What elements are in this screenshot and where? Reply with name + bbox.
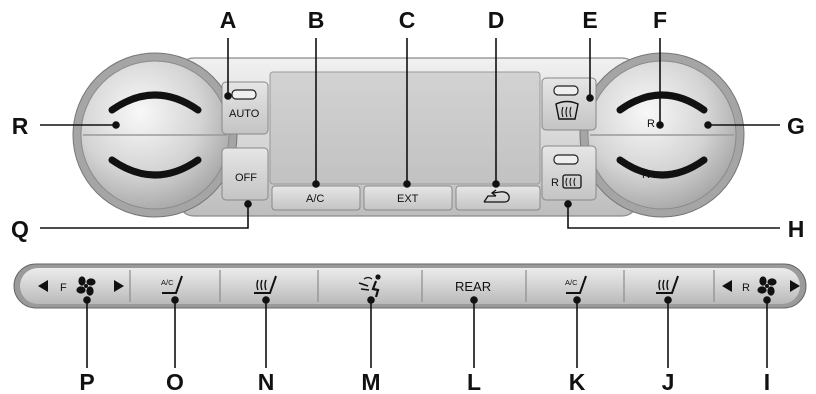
right-cooled-seat-button[interactable]: A/C xyxy=(565,275,587,294)
airflow-mode-icon xyxy=(358,274,381,298)
right-temperature-dial[interactable]: R R xyxy=(579,52,745,218)
rear-fan-speed-button[interactable]: R xyxy=(722,276,800,296)
rear-climate-button[interactable]: REAR xyxy=(455,279,491,294)
auto-label: AUTO xyxy=(229,108,260,120)
left-temperature-dial[interactable] xyxy=(72,52,238,218)
windshield-defrost-button[interactable] xyxy=(541,77,597,131)
front-fan-decrease-arrow-icon xyxy=(38,280,48,292)
callout-k: K xyxy=(569,369,586,394)
callout-g: G xyxy=(787,113,805,139)
lower-button-strip xyxy=(13,263,807,309)
left-cooled-seat-button[interactable]: A/C xyxy=(161,275,183,294)
callout-l: L xyxy=(467,369,481,394)
ac-label: A/C xyxy=(306,193,324,205)
left-heated-seat-icon xyxy=(254,275,277,294)
right-heated-seat-icon xyxy=(656,275,679,294)
upper-control-panel xyxy=(177,57,639,217)
display-screen xyxy=(269,71,541,185)
right-dial-bottom-label: R xyxy=(642,169,650,181)
right-seat-ac-label: A/C xyxy=(565,278,578,287)
callout-h: H xyxy=(788,216,805,242)
windshield-defrost-icon xyxy=(555,100,579,120)
rear-fan-decrease-arrow-icon xyxy=(722,280,732,292)
ext-button[interactable]: EXT xyxy=(363,185,453,211)
callout-o: O xyxy=(166,369,184,394)
defrost-indicator-light xyxy=(553,85,579,96)
callout-labels: A B C D E F G H R Q P O N M L K J I xyxy=(11,7,805,394)
right-cooled-seat-icon xyxy=(566,275,587,294)
off-button[interactable]: OFF xyxy=(221,147,269,201)
front-fan-increase-arrow-icon xyxy=(114,280,124,292)
callout-b: B xyxy=(308,7,325,33)
callout-m: M xyxy=(361,369,380,394)
rear-fan-label: R xyxy=(742,282,750,294)
callout-r: R xyxy=(12,113,29,139)
callout-c: C xyxy=(399,7,416,33)
left-seat-ac-label: A/C xyxy=(161,278,174,287)
ac-button[interactable]: A/C xyxy=(271,185,361,211)
off-label: OFF xyxy=(235,172,257,184)
callout-e: E xyxy=(582,7,597,33)
airflow-mode-button[interactable] xyxy=(358,274,381,298)
callout-i: I xyxy=(764,369,770,394)
rear-fan-increase-arrow-icon xyxy=(790,280,800,292)
callout-j: J xyxy=(662,369,675,394)
callout-n: N xyxy=(258,369,275,394)
rear-defrost-indicator-light xyxy=(553,154,579,165)
callout-p: P xyxy=(79,369,94,394)
callout-q: Q xyxy=(11,216,29,242)
auto-button[interactable]: AUTO xyxy=(221,81,269,135)
front-fan-icon xyxy=(76,276,96,296)
callout-f: F xyxy=(653,7,667,33)
rear-defrost-button[interactable]: R xyxy=(541,145,597,201)
rear-label: REAR xyxy=(455,279,491,294)
right-heated-seat-button[interactable] xyxy=(656,275,679,294)
rear-window-defrost-icon xyxy=(562,174,582,189)
front-fan-speed-button[interactable]: F xyxy=(38,276,124,296)
callout-d: D xyxy=(488,7,505,33)
left-heated-seat-button[interactable] xyxy=(254,275,277,294)
recirculation-icon xyxy=(483,189,510,203)
rear-defrost-prefix: R xyxy=(551,177,559,189)
ext-label: EXT xyxy=(397,193,419,205)
front-fan-label: F xyxy=(60,282,67,294)
rear-fan-icon xyxy=(757,276,777,296)
callout-leaders xyxy=(40,38,780,368)
callout-a: A xyxy=(220,7,237,33)
right-dial-top-label: R xyxy=(647,118,655,130)
recirculation-button[interactable] xyxy=(455,185,541,211)
auto-indicator-light xyxy=(231,89,257,100)
left-cooled-seat-icon xyxy=(162,275,183,294)
